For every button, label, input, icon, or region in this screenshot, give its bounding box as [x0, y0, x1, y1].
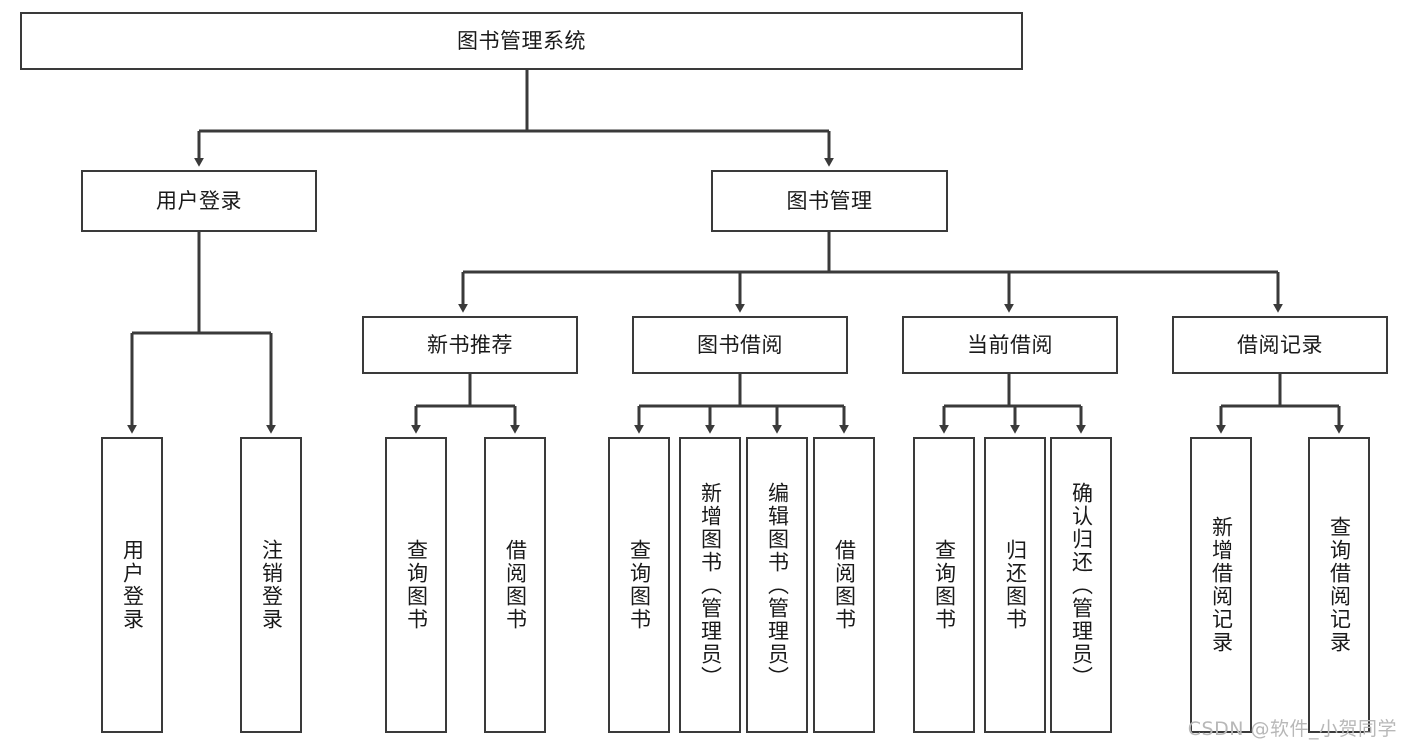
- node-label: 图书借阅: [697, 332, 783, 357]
- leaf-add-record[interactable]: 新增借阅记录: [1190, 437, 1252, 733]
- node-label: 查询借阅记录: [1327, 516, 1352, 654]
- node-label: 图书管理系统: [457, 28, 586, 53]
- node-label: 编辑图书（管理员）: [765, 481, 790, 689]
- node-user-login[interactable]: 用户登录: [81, 170, 317, 232]
- leaf-query-record[interactable]: 查询借阅记录: [1308, 437, 1370, 733]
- node-new-book-recommend[interactable]: 新书推荐: [362, 316, 578, 374]
- leaf-query-book-1[interactable]: 查询图书: [385, 437, 447, 733]
- leaf-confirm-return[interactable]: 确认归还（管理员）: [1050, 437, 1112, 733]
- node-label: 用户登录: [156, 188, 242, 213]
- leaf-user-login[interactable]: 用户登录: [101, 437, 163, 733]
- node-label: 查询图书: [932, 539, 957, 631]
- node-book-manage[interactable]: 图书管理: [711, 170, 948, 232]
- node-label: 当前借阅: [967, 332, 1053, 357]
- node-label: 借阅图书: [503, 539, 528, 631]
- node-label: 新增借阅记录: [1209, 516, 1234, 654]
- node-label: 归还图书: [1003, 539, 1028, 631]
- leaf-return-book[interactable]: 归还图书: [984, 437, 1046, 733]
- node-root-system[interactable]: 图书管理系统: [20, 12, 1023, 70]
- leaf-borrow-book-2[interactable]: 借阅图书: [813, 437, 875, 733]
- node-label: 图书管理: [786, 188, 873, 213]
- node-label: 新增图书（管理员）: [698, 481, 723, 689]
- node-label: 查询图书: [627, 539, 652, 631]
- node-label: 查询图书: [404, 539, 429, 631]
- node-label: 注销登录: [259, 539, 284, 631]
- node-borrow-record[interactable]: 借阅记录: [1172, 316, 1388, 374]
- leaf-add-book[interactable]: 新增图书（管理员）: [679, 437, 741, 733]
- leaf-user-logout[interactable]: 注销登录: [240, 437, 302, 733]
- leaf-query-book-2[interactable]: 查询图书: [608, 437, 670, 733]
- node-label: 确认归还（管理员）: [1069, 481, 1094, 689]
- leaf-query-book-3[interactable]: 查询图书: [913, 437, 975, 733]
- node-book-borrow[interactable]: 图书借阅: [632, 316, 848, 374]
- leaf-edit-book[interactable]: 编辑图书（管理员）: [746, 437, 808, 733]
- node-label: 新书推荐: [427, 332, 513, 357]
- leaf-borrow-book-1[interactable]: 借阅图书: [484, 437, 546, 733]
- node-label: 借阅图书: [832, 539, 857, 631]
- node-label: 用户登录: [120, 539, 145, 631]
- node-label: 借阅记录: [1237, 332, 1323, 357]
- node-current-borrow[interactable]: 当前借阅: [902, 316, 1118, 374]
- watermark-text: CSDN @软件_小贺同学: [1187, 718, 1397, 740]
